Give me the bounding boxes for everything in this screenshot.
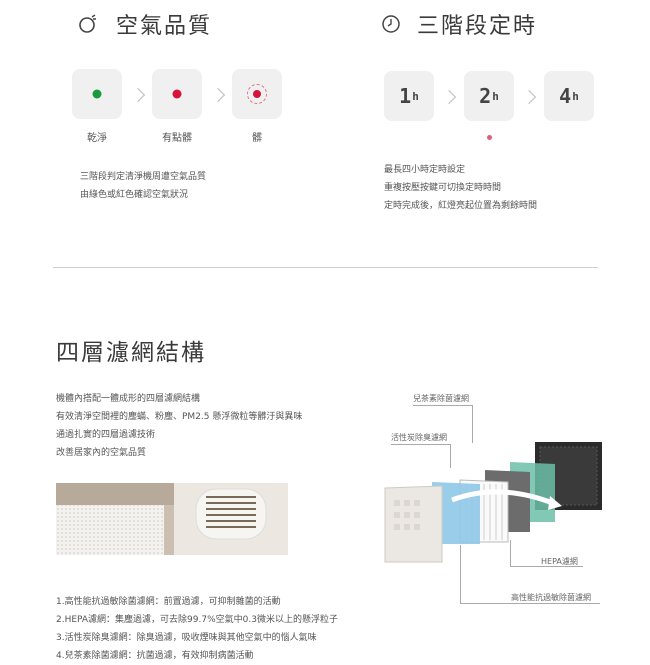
callout-carbon-filter: 活性炭除臭濾網 <box>391 433 447 442</box>
callout-leader-line <box>460 545 461 603</box>
timer-header: 三階段定時 <box>381 8 537 40</box>
intro-line: 改善居家內的空氣品質 <box>56 448 147 458</box>
list-item: 1.高性能抗過敏除菌濾網：前置過濾，可抑制雜菌的活動 <box>56 597 281 607</box>
callout-catechin-filter: 兒茶素除菌濾網 <box>413 394 469 403</box>
list-item: 3.活性炭除臭濾網：除臭過濾，吸收煙味與其他空氣中的惱人氣味 <box>56 633 317 643</box>
description-line: 三階段判定清淨機周遭空氣品質 <box>80 172 207 182</box>
callout-leader-line <box>450 444 451 468</box>
callout-antibac-filter: 高性能抗過敏除菌濾網 <box>511 593 591 602</box>
chevron-right-icon <box>210 87 226 103</box>
timer-title: 三階段定時 <box>417 14 538 39</box>
intro-line: 有效清淨空間裡的塵蟎、粉塵、PM2.5 懸浮微粒等髒汙與異味 <box>56 412 303 422</box>
intro-line: 機體內搭配一體成形的四層濾網結構 <box>56 394 201 404</box>
clock-icon <box>381 14 401 34</box>
callout-leader-line <box>413 405 473 406</box>
description-line: 由綠色或紅色確認空氣狀況 <box>80 190 189 200</box>
level-tile-slightly-dirty <box>152 69 202 119</box>
product-photo <box>56 483 288 555</box>
front-casing <box>384 485 443 563</box>
chevron-right-icon <box>441 89 457 105</box>
description-line: 定時完成後，紅燈亮起位置為剩餘時間 <box>384 201 538 211</box>
filter-feature-list: 1.高性能抗過敏除菌濾網：前置過濾，可抑制雜菌的活動 2.HEPA濾網：集塵過濾… <box>56 593 338 665</box>
level-tile-clean <box>72 69 122 119</box>
chevron-right-icon <box>521 89 537 105</box>
callout-leader-line <box>510 540 511 566</box>
description-line: 最長四小時定時設定 <box>384 165 466 175</box>
list-item: 2.HEPA濾網：集塵過濾，可去除99.7%空氣中0.3微米以上的懸浮粒子 <box>56 615 338 625</box>
callout-leader-line <box>391 444 451 445</box>
timer-unit: h <box>572 89 579 103</box>
level-tile-dirty <box>232 69 282 119</box>
air-quality-header: 空氣品質 <box>78 8 212 40</box>
filter-layer-diagram <box>380 392 630 607</box>
level-label-clean: 乾淨 <box>87 133 107 144</box>
chevron-right-icon <box>130 87 146 103</box>
intro-line: 通過扎實的四層過濾技術 <box>56 430 156 440</box>
air-quality-description: 三階段判定清淨機周遭空氣品質 由綠色或紅色確認空氣狀況 <box>80 168 206 204</box>
callout-leader-line <box>510 566 583 567</box>
callout-leader-line <box>460 603 600 604</box>
section-divider <box>53 267 598 268</box>
filter-title: 四層濾網結構 <box>56 340 206 366</box>
face-icon <box>78 14 98 34</box>
timer-hours: 1 <box>399 84 412 108</box>
timer-unit: h <box>412 89 419 103</box>
red-dot-icon <box>172 89 182 99</box>
level-label-slightly-dirty: 有點髒 <box>162 133 192 144</box>
list-item: 4.兒茶素除菌濾網：抗菌過濾，有效抑制病菌活動 <box>56 651 254 661</box>
timer-description: 最長四小時定時設定 重複按壓按鍵可切換定時時間 定時完成後，紅燈亮起位置為剩餘時… <box>384 161 537 215</box>
timer-hours: 4 <box>559 84 572 108</box>
callout-leader-line <box>472 405 473 443</box>
callout-hepa-filter: HEPA濾網 <box>541 557 578 566</box>
description-line: 重複按壓按鍵可切換定時時間 <box>384 183 502 193</box>
filter-intro: 機體內搭配一體成形的四層濾網結構 有效清淨空間裡的塵蟎、粉塵、PM2.5 懸浮微… <box>56 390 302 462</box>
level-label-dirty: 髒 <box>252 133 262 144</box>
dashed-ring-icon <box>247 84 267 104</box>
green-dot-icon <box>92 89 102 99</box>
timer-unit: h <box>492 89 499 103</box>
air-quality-title: 空氣品質 <box>116 14 213 39</box>
timer-indicator-dot <box>487 135 492 140</box>
timer-hours: 2 <box>479 84 492 108</box>
airflow-arrow-icon <box>451 489 556 507</box>
